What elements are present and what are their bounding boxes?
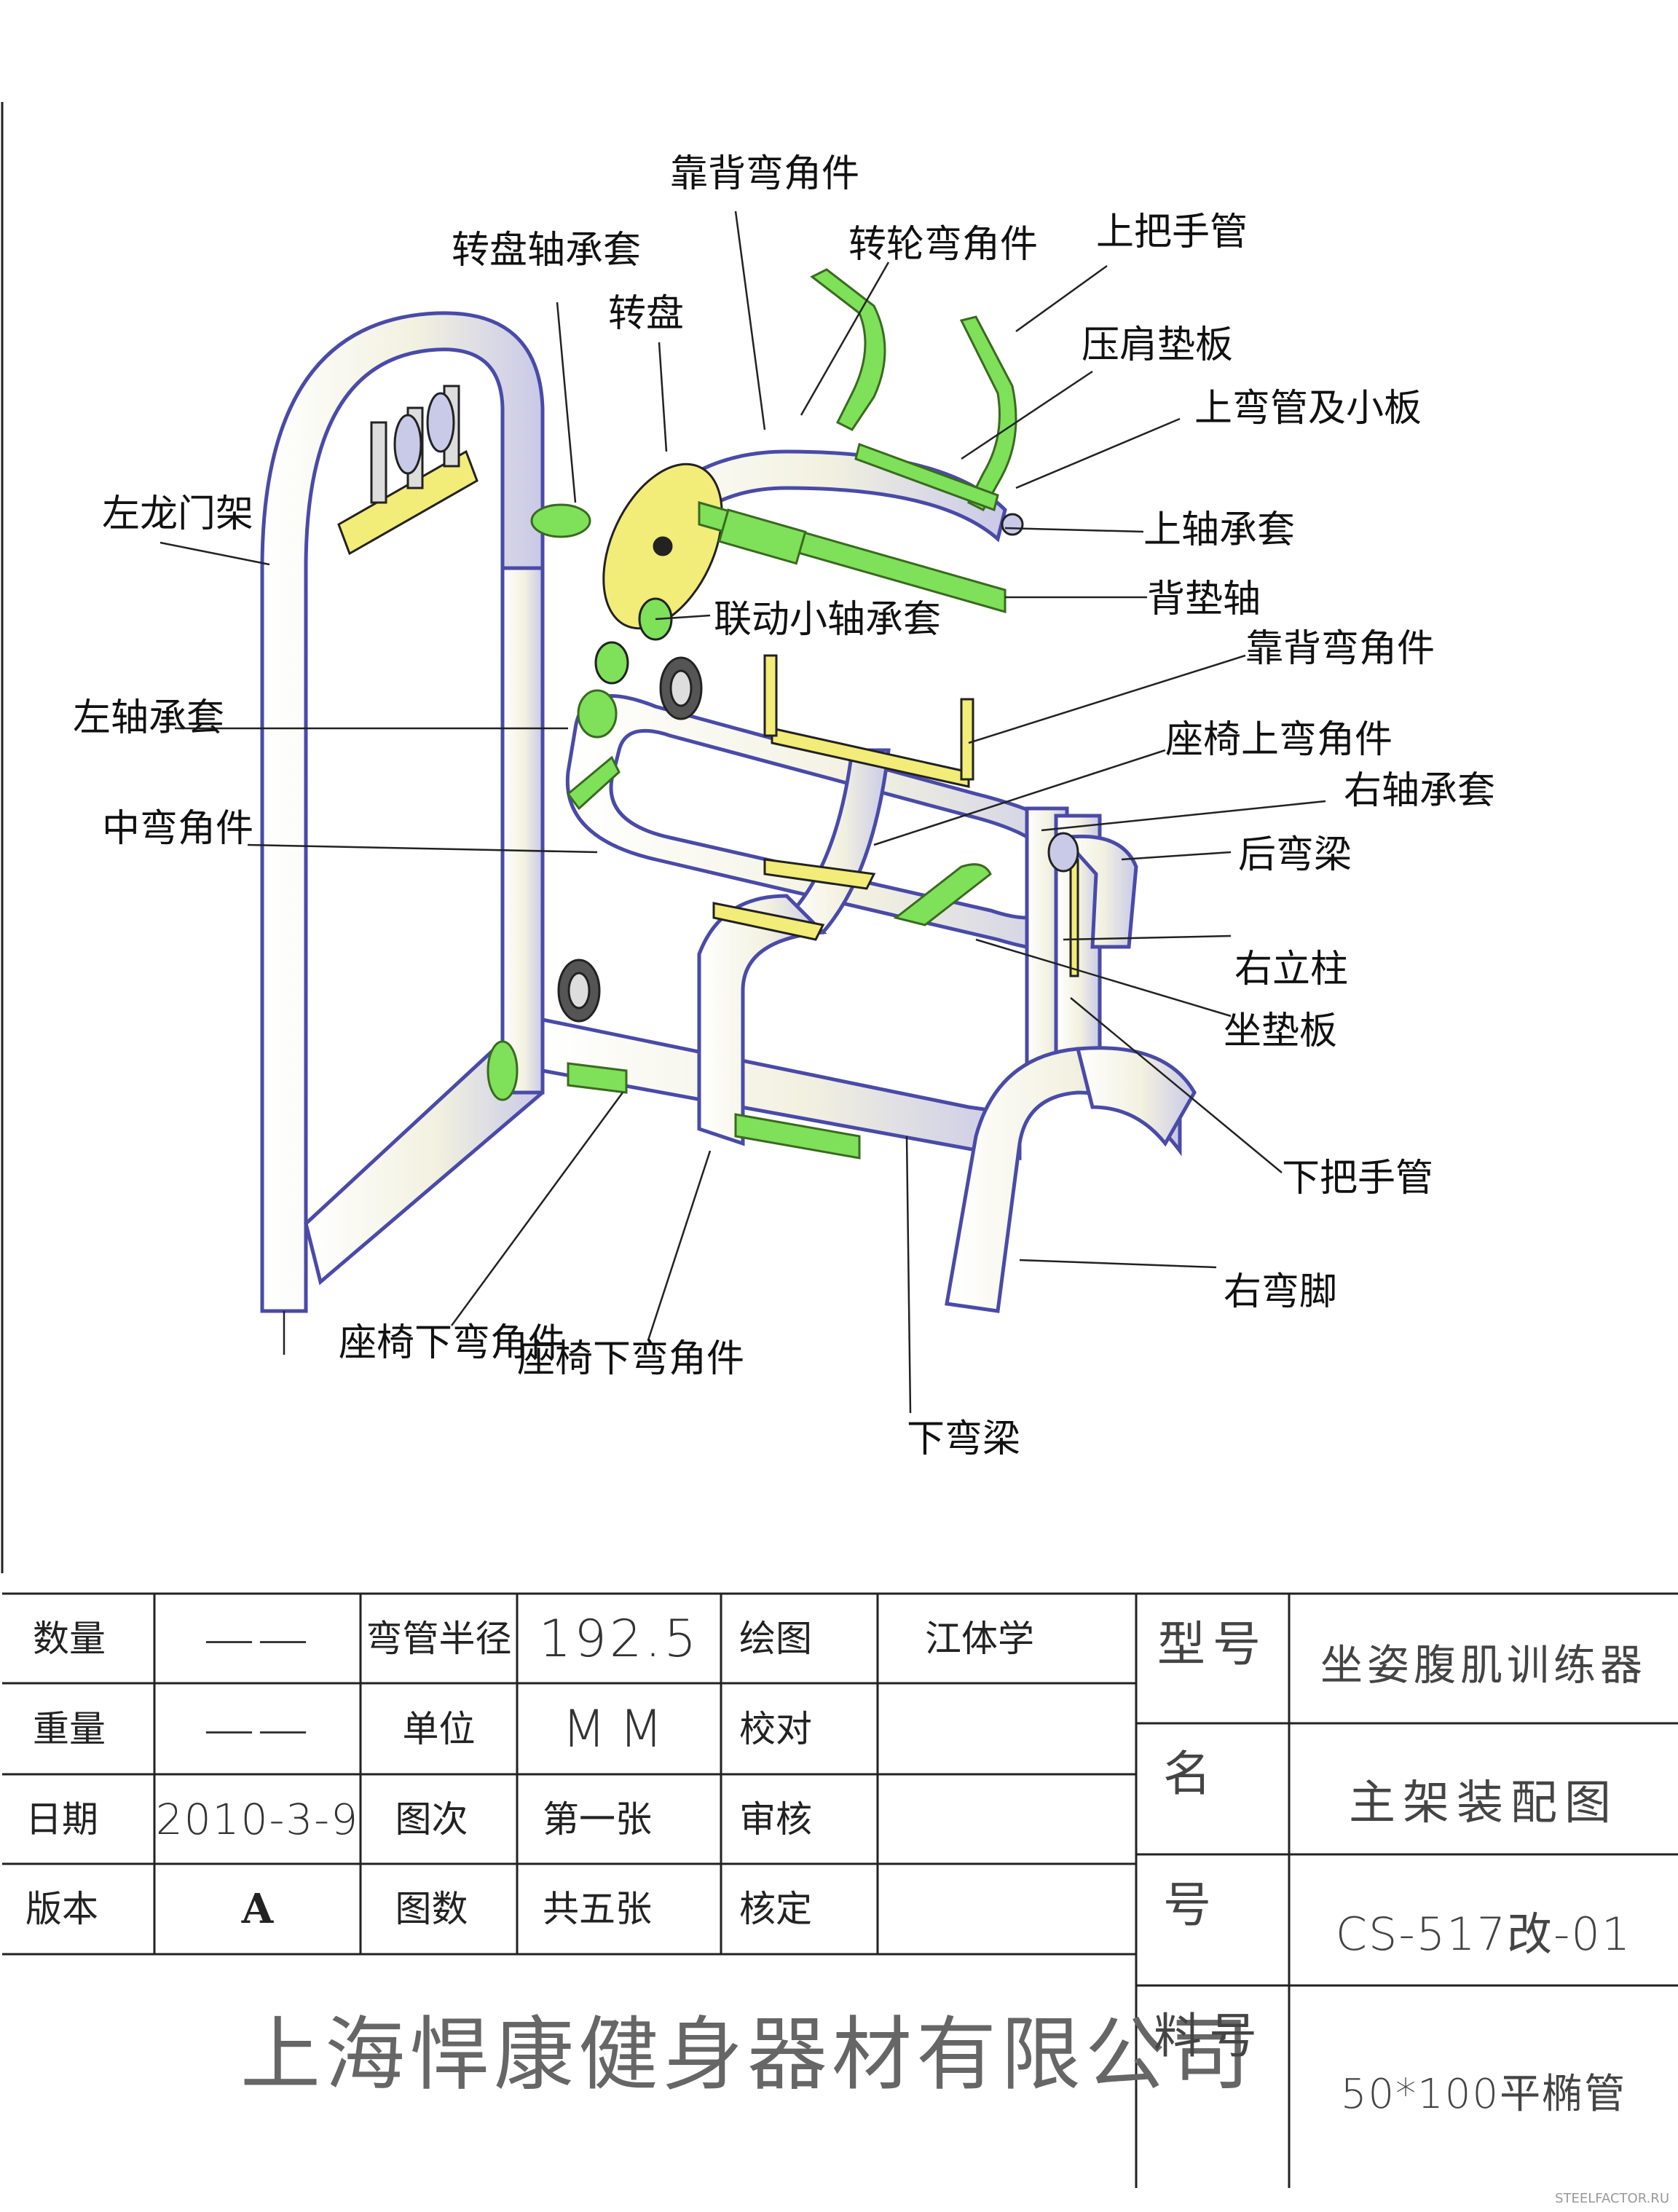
weight-label: 重量	[33, 1707, 106, 1750]
callout-shoulder-pad: 压肩垫板	[1082, 323, 1234, 367]
callout-seat-lower-bend-1: 座椅下弯角件	[339, 1321, 567, 1365]
callout-upper-handle-tube: 上把手管	[1096, 210, 1248, 254]
qty-value: ——	[203, 1608, 312, 1669]
model-label: 型号	[1157, 1616, 1268, 1672]
title-block: 数量 —— 弯管半径 192.5 绘图 江体学 重量 —— 单位 MM 校对 日…	[0, 1592, 1678, 2188]
sheets-value: 共五张	[543, 1888, 652, 1930]
callout-link-bearing: 联动小轴承套	[714, 598, 942, 642]
review-value	[878, 1774, 1136, 1864]
check-value	[878, 1683, 1136, 1774]
name-label: 名	[1163, 1746, 1218, 1802]
name-value: 主架装配图	[1349, 1776, 1618, 1830]
gantry-bracket	[337, 385, 478, 556]
approve-value	[878, 1864, 1136, 1954]
callout-right-bearing: 右轴承套	[1344, 769, 1496, 813]
right-column-frame	[945, 806, 1197, 1313]
material-label: 料号	[1154, 2008, 1264, 2064]
number-label: 号	[1163, 1877, 1218, 1933]
green-parts	[487, 268, 1017, 1160]
bend-radius-label: 弯管半径	[366, 1617, 512, 1660]
qty-label: 数量	[33, 1617, 106, 1660]
sheets-label: 图数	[395, 1888, 468, 1930]
callout-turntable-bearing: 转盘轴承套	[452, 229, 642, 272]
callout-seat-upper-bend: 座椅上弯角件	[1165, 718, 1393, 762]
company-name: 上海悍康健身器材有限公司	[240, 2008, 1254, 2101]
sheet-value: 第一张	[543, 1798, 652, 1841]
version-value: A	[241, 1885, 274, 1933]
callout-left-bearing: 左轴承套	[73, 696, 225, 740]
callout-upper-bend-plate: 上弯管及小板	[1194, 387, 1422, 430]
callout-middle-bend: 中弯角件	[102, 807, 254, 851]
callout-seat-lower-bend-2: 座椅下弯角件	[517, 1337, 745, 1381]
bend-radius-value: 192.5	[538, 1608, 700, 1669]
date-value: 2010-3-9	[155, 1794, 360, 1844]
model-value: 坐姿腹肌训练器	[1320, 1640, 1647, 1690]
watermark: STEELFACTOR.RU	[1555, 2191, 1669, 2206]
callout-back-pad-shaft: 背垫轴	[1147, 578, 1261, 621]
review-label: 审核	[739, 1798, 812, 1841]
assembly-drawing: 靠背弯角件 转盘轴承套 转轮弯角件 上把手管 转盘 压肩垫板 上弯管及小板 左龙…	[1, 102, 1496, 2112]
callout-right-column: 右立柱	[1234, 948, 1349, 991]
callout-right-foot: 右弯脚	[1224, 1270, 1338, 1314]
callout-seat-pad: 坐垫板	[1224, 1009, 1338, 1053]
callout-rear-beam: 后弯梁	[1238, 833, 1352, 877]
callout-lower-handle-tube: 下把手管	[1282, 1157, 1434, 1200]
yellow-plates	[712, 654, 1079, 977]
callout-backrest-bend-mid: 靠背弯角件	[1245, 627, 1435, 671]
version-label: 版本	[25, 1888, 98, 1930]
weight-value: ——	[203, 1699, 312, 1759]
material-value: 50*100平椭管	[1340, 2071, 1627, 2118]
callout-turntable: 转盘	[608, 292, 685, 336]
wheels	[557, 513, 1079, 1023]
number-value: CS-517改-01	[1335, 1908, 1632, 1961]
left-gantry-frame	[260, 311, 545, 1313]
unit-value: MM	[562, 1699, 677, 1759]
lower-beam-frame	[540, 894, 1022, 1160]
callout-upper-bearing: 上轴承套	[1143, 508, 1296, 552]
sheet-label: 图次	[395, 1798, 468, 1841]
callout-left-gantry: 左龙门架	[102, 492, 254, 536]
callout-backrest-bend-top: 靠背弯角件	[670, 152, 860, 196]
check-label: 校对	[739, 1707, 812, 1750]
callout-lower-beam: 下弯梁	[907, 1417, 1021, 1461]
callout-wheel-bend: 转轮弯角件	[848, 223, 1039, 267]
title-block-grid	[2, 1592, 1678, 2188]
frame-illustration	[1, 102, 1326, 2112]
drawn-label: 绘图	[739, 1617, 812, 1660]
leader-lines	[159, 210, 1326, 1414]
approve-label: 核定	[739, 1888, 812, 1930]
unit-label: 单位	[402, 1707, 476, 1750]
drawn-value: 江体学	[925, 1617, 1034, 1660]
date-label: 日期	[25, 1798, 98, 1841]
